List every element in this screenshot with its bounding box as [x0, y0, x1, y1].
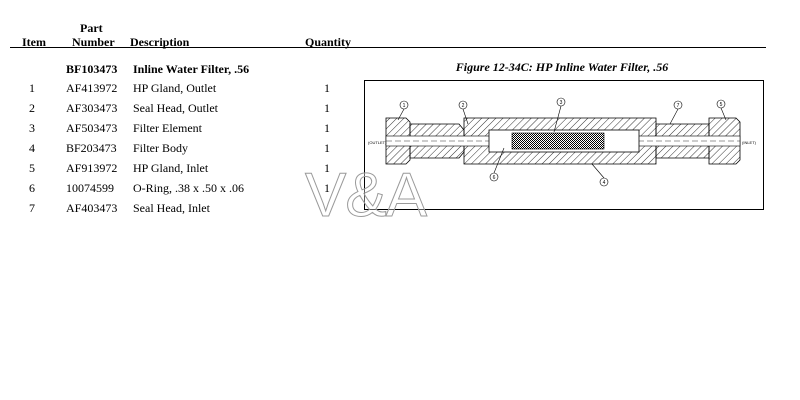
part-description: HP Gland, Inlet — [133, 161, 209, 175]
filter-cross-section-diagram: (OUTLET) (INLET) 1 2 3 7 5 6 4 — [364, 80, 764, 210]
filter-element — [511, 132, 605, 150]
svg-text:4: 4 — [603, 180, 606, 186]
part-description: Seal Head, Outlet — [133, 101, 218, 115]
part-number: AF503473 — [66, 121, 118, 135]
item-number: 3 — [29, 121, 35, 135]
part-number: AF303473 — [66, 101, 118, 115]
part-description: Filter Element — [133, 121, 202, 135]
table-row: 2 AF303473 Seal Head, Outlet 1 — [0, 98, 360, 118]
part-quantity: 1 — [324, 101, 330, 115]
header-part-number-line2: Number — [72, 35, 115, 49]
svg-text:1: 1 — [403, 103, 406, 109]
table-row: 7 AF403473 Seal Head, Inlet — [0, 198, 360, 218]
part-description: O-Ring, .38 x .50 x .06 — [133, 181, 244, 195]
item-number: 6 — [29, 181, 35, 195]
part-description: HP Gland, Outlet — [133, 81, 217, 95]
table-row: 5 AF913972 HP Gland, Inlet 1 — [0, 158, 360, 178]
part-number: BF203473 — [66, 141, 117, 155]
part-quantity: 1 — [324, 81, 330, 95]
inlet-end-label: (INLET) — [742, 140, 757, 145]
header-part-number-line1: Part — [80, 21, 103, 35]
item-number: 2 — [29, 101, 35, 115]
svg-text:6: 6 — [493, 175, 496, 181]
svg-text:2: 2 — [462, 103, 465, 109]
svg-text:7: 7 — [677, 103, 680, 109]
table-row: 4 BF203473 Filter Body 1 — [0, 138, 360, 158]
header-description: Description — [130, 35, 190, 49]
figure-frame — [364, 80, 764, 210]
item-number: 5 — [29, 161, 35, 175]
callout-6: 6 — [489, 172, 499, 182]
item-number: 4 — [29, 141, 35, 155]
part-description: Seal Head, Inlet — [133, 201, 210, 215]
callout-4: 4 — [599, 177, 609, 187]
svg-text:3: 3 — [560, 100, 563, 106]
part-number: 10074599 — [66, 181, 114, 195]
item-number: 7 — [29, 201, 35, 215]
table-row: 3 AF503473 Filter Element 1 — [0, 118, 360, 138]
callout-2: 2 — [458, 100, 468, 110]
callout-7: 7 — [673, 100, 683, 110]
svg-text:5: 5 — [720, 102, 723, 108]
callout-5: 5 — [716, 99, 726, 109]
assembly-part-number: BF103473 — [66, 62, 118, 76]
part-number: AF413972 — [66, 81, 118, 95]
figure-caption: Figure 12-34C: HP Inline Water Filter, .… — [455, 60, 669, 74]
assembly-row: BF103473 Inline Water Filter, .56 — [0, 59, 360, 79]
header-item: Item — [22, 35, 46, 49]
outlet-end-label: (OUTLET) — [368, 140, 387, 145]
part-quantity: 1 — [324, 161, 330, 175]
part-quantity: 1 — [324, 141, 330, 155]
table-row: 6 10074599 O-Ring, .38 x .50 x .06 1 — [0, 178, 360, 198]
header-rule — [10, 47, 766, 48]
table-row: 1 AF413972 HP Gland, Outlet 1 — [0, 78, 360, 98]
item-number: 1 — [29, 81, 35, 95]
part-number: AF913972 — [66, 161, 118, 175]
part-description: Filter Body — [133, 141, 189, 155]
callout-3: 3 — [556, 97, 566, 107]
callout-1: 1 — [399, 100, 409, 110]
header-quantity: Quantity — [305, 35, 352, 49]
watermark-logo: V&A — [304, 161, 427, 230]
part-quantity: 1 — [324, 181, 330, 195]
assembly-description: Inline Water Filter, .56 — [133, 62, 250, 76]
part-quantity: 1 — [324, 121, 330, 135]
part-number: AF403473 — [66, 201, 118, 215]
